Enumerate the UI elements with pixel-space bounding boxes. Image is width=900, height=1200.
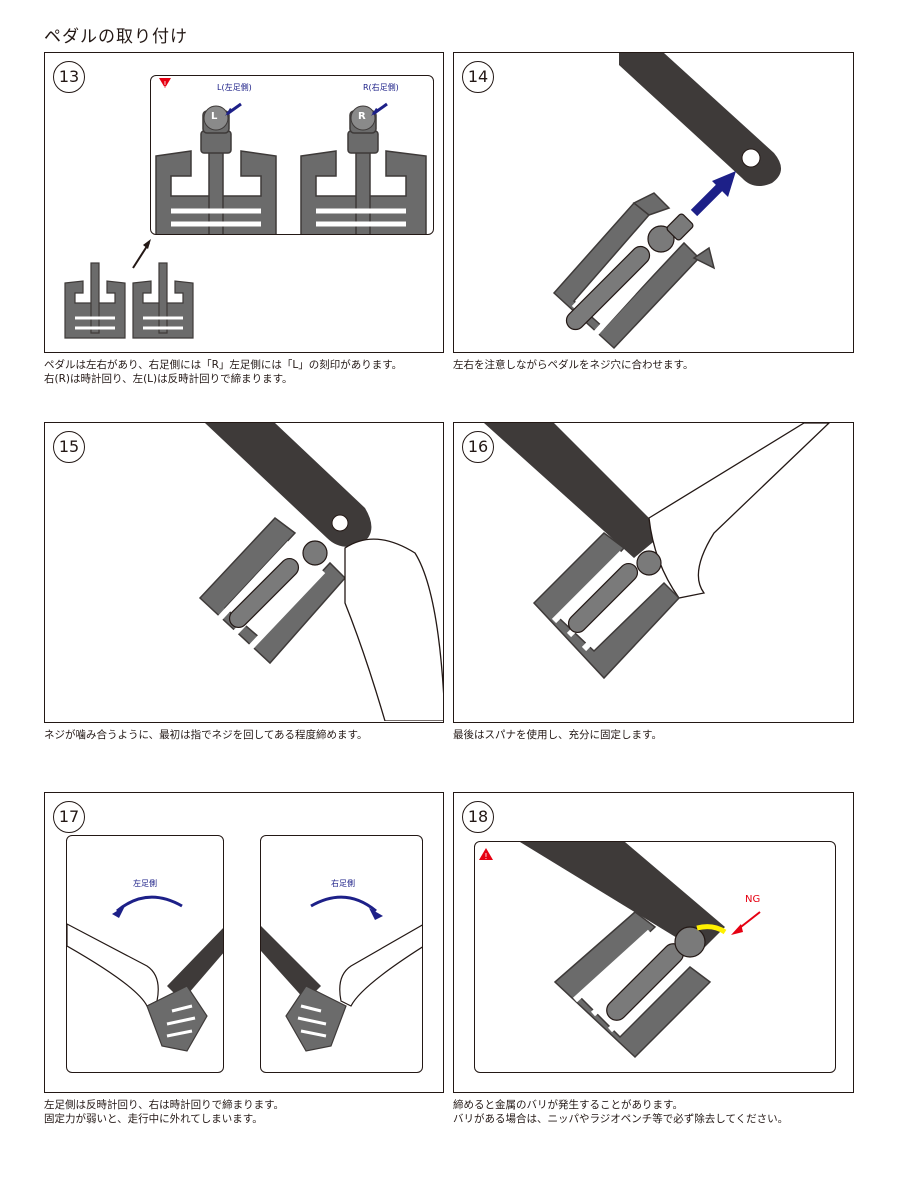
step-number: 18 bbox=[462, 801, 494, 833]
step-15-panel: 15 bbox=[44, 422, 444, 723]
detail-inset: ! L(左足側) R(右足側) bbox=[150, 75, 434, 235]
right-side-label: 右足側 bbox=[331, 879, 355, 888]
step-number: 14 bbox=[462, 61, 494, 93]
step-14-panel: 14 bbox=[453, 52, 854, 353]
step-number: 15 bbox=[53, 431, 85, 463]
step-number: 17 bbox=[53, 801, 85, 833]
step-16-panel: 16 bbox=[453, 422, 854, 723]
step-18-caption: 締めると金属のバリが発生することがあります。 バリがある場合は、ニッパやラジオペ… bbox=[453, 1099, 789, 1125]
svg-text:!: ! bbox=[484, 852, 487, 861]
step-15-caption: ネジが噛み合うように、最初は指でネジを回してある程度締めます。 bbox=[44, 729, 368, 741]
step-17-panel: 17 左足側 右足側 bbox=[44, 792, 444, 1093]
ng-label: NG bbox=[745, 894, 761, 905]
right-wrench-illustration bbox=[261, 895, 422, 1052]
warning-icon bbox=[479, 848, 493, 860]
step-14-caption: 左右を注意しながらペダルをネジ穴に合わせます。 bbox=[453, 359, 694, 371]
right-mark: R bbox=[358, 111, 366, 122]
arrow-icon bbox=[112, 906, 125, 918]
step-17-caption: 左足側は反時計回り、右は時計回りで締まります。 固定力が弱いと、走行中に外れてし… bbox=[44, 1099, 285, 1125]
left-side-label: L(左足側) bbox=[217, 83, 252, 92]
hand-tightening-illustration bbox=[198, 423, 443, 721]
step-number: 13 bbox=[53, 61, 85, 93]
pedal-marking-illustration: ! bbox=[155, 78, 427, 234]
right-side-label: R(右足側) bbox=[363, 83, 399, 92]
burr-illustration: ! bbox=[479, 842, 761, 1059]
warning-icon bbox=[159, 78, 171, 88]
left-wrench-illustration bbox=[67, 895, 223, 1052]
step-13-caption: ペダルは左右があり、右足側には「R」左足側には「L」の刻印があります。 右(R)… bbox=[44, 359, 403, 385]
step-13-panel: 13 ! bbox=[44, 52, 444, 353]
left-mark: L bbox=[211, 111, 218, 122]
pedal-pair-illustration bbox=[64, 239, 194, 339]
step-number: 16 bbox=[462, 431, 494, 463]
left-side-inset: 左足側 bbox=[66, 835, 224, 1073]
page-title: ペダルの取り付け bbox=[44, 27, 188, 47]
burr-warning-inset: ! NG bbox=[474, 841, 836, 1073]
step-18-panel: 18 ! NG bbox=[453, 792, 854, 1093]
spanner-tightening-illustration bbox=[484, 423, 830, 680]
svg-text:!: ! bbox=[163, 80, 166, 89]
right-side-inset: 右足側 bbox=[260, 835, 423, 1073]
arrow-icon bbox=[712, 171, 736, 197]
pedal-to-crank-illustration bbox=[552, 53, 782, 350]
left-side-label: 左足側 bbox=[133, 879, 157, 888]
step-16-caption: 最後はスパナを使用し、充分に固定します。 bbox=[453, 729, 662, 741]
